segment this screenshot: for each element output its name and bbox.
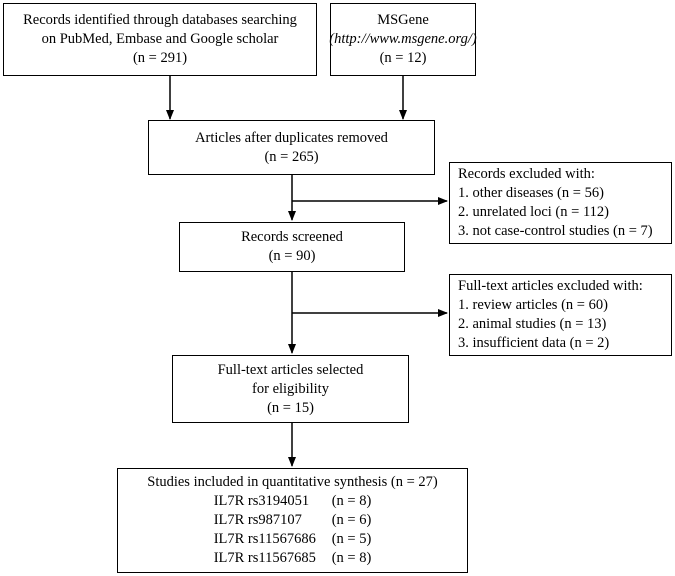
duplicates-removed-label: Articles after duplicates removed [195, 129, 388, 146]
study-count: (n = 8) [331, 493, 372, 509]
study-count: (n = 6) [331, 512, 372, 528]
eligibility-count: (n = 15) [267, 399, 314, 416]
records-excluded-title: Records excluded with: [458, 166, 595, 182]
fulltext-excluded-item-3: 3. insufficient data (n = 2) [458, 335, 610, 351]
msgene-count: (n = 12) [379, 50, 427, 66]
msgene-title: MSGene [377, 12, 429, 28]
records-screened-label: Records screened [241, 229, 343, 245]
study-row: IL7R rs987107 (n = 6) [214, 511, 372, 530]
fulltext-excluded-item-2: 2. animal studies (n = 13) [458, 316, 607, 332]
study-count: (n = 8) [331, 550, 372, 566]
studies-included-box: Studies included in quantitative synthes… [117, 468, 468, 573]
records-excluded-box: Records excluded with: 1. other diseases… [449, 162, 672, 244]
fulltext-excluded-title: Full-text articles excluded with: [458, 278, 643, 294]
duplicates-removed-count: (n = 265) [264, 148, 319, 165]
records-identified-line-1: Records identified through databases sea… [23, 12, 297, 28]
records-screened-box: Records screened (n = 90) [179, 222, 405, 272]
records-identified-line-2: on PubMed, Embase and Google scholar [41, 31, 279, 47]
eligibility-line-1: Full-text articles selected [217, 361, 364, 378]
records-excluded-item-2: 2. unrelated loci (n = 112) [458, 204, 609, 220]
eligibility-box: Full-text articles selected for eligibil… [172, 355, 409, 423]
fulltext-excluded-item-1: 1. review articles (n = 60) [458, 297, 608, 313]
study-row: IL7R rs3194051 (n = 8) [214, 492, 372, 511]
msgene-box: MSGene (http://www.msgene.org/) (n = 12) [329, 3, 477, 76]
eligibility-line-2: for eligibility [252, 380, 329, 397]
studies-included-title: Studies included in quantitative synthes… [147, 474, 438, 490]
studies-list: IL7R rs3194051 (n = 8) IL7R rs987107 (n … [214, 492, 372, 568]
study-name: IL7R rs11567686 [213, 531, 316, 547]
fulltext-excluded-box: Full-text articles excluded with: 1. rev… [449, 274, 672, 356]
records-identified-count: (n = 291) [132, 50, 188, 66]
study-name: IL7R rs3194051 [213, 493, 310, 509]
records-screened-count: (n = 90) [268, 248, 316, 264]
study-name: IL7R rs11567685 [213, 550, 316, 566]
msgene-url: (http://www.msgene.org/) [329, 31, 477, 47]
records-identified-box: Records identified through databases sea… [3, 3, 317, 76]
records-excluded-item-1: 1. other diseases (n = 56) [458, 185, 604, 201]
study-row: IL7R rs11567686 (n = 5) [214, 530, 372, 549]
study-count: (n = 5) [331, 531, 372, 547]
study-row: IL7R rs11567685 (n = 8) [214, 549, 372, 568]
study-name: IL7R rs987107 [213, 512, 302, 528]
duplicates-removed-box: Articles after duplicates removed (n = 2… [148, 120, 435, 175]
records-excluded-item-3: 3. not case-control studies (n = 7) [458, 223, 653, 239]
